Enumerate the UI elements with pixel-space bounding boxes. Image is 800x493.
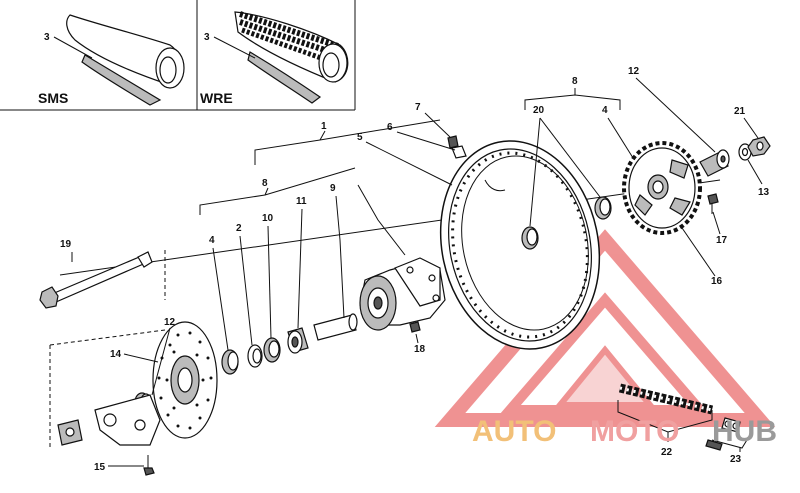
drive-chain <box>618 383 714 415</box>
svg-text:AUTO: AUTO <box>472 415 556 448</box>
sms-tire-section <box>66 14 185 106</box>
svg-text:MOTO: MOTO <box>590 415 679 448</box>
bolt <box>143 455 155 476</box>
seal-ring <box>247 344 263 368</box>
part-label: 7 <box>415 102 421 113</box>
part-label: 1 <box>321 121 327 132</box>
part-label: 4 <box>209 235 215 246</box>
part-label: 23 <box>730 454 742 465</box>
wheel-rim <box>439 140 601 350</box>
spacer <box>699 149 730 177</box>
bearing <box>221 349 239 375</box>
part-label: 19 <box>60 239 72 250</box>
part-label: 20 <box>533 105 545 116</box>
part-label: 9 <box>330 183 336 194</box>
part-label: 12 <box>628 66 640 77</box>
part-label: 2 <box>236 223 242 234</box>
axle-nut <box>747 136 771 157</box>
part-label: 5 <box>357 132 363 143</box>
part-label: 10 <box>262 213 274 224</box>
assembly-guide-lines <box>49 250 166 450</box>
brake-disc <box>152 321 218 439</box>
part-label: 18 <box>414 344 426 355</box>
sprocket <box>622 141 702 235</box>
part-label: 16 <box>711 276 723 287</box>
part-label: 4 <box>602 105 608 116</box>
part-label: 14 <box>110 349 122 360</box>
part-label: 11 <box>296 196 307 207</box>
svg-text:HUB: HUB <box>712 415 777 448</box>
bearing <box>263 337 281 363</box>
part-label: 15 <box>94 462 106 473</box>
chain-master-link <box>705 417 741 451</box>
inset-label-wre: WRE <box>200 90 233 106</box>
part-label: 6 <box>387 122 393 133</box>
part-label: 8 <box>572 76 578 87</box>
part-label: 12 <box>164 317 176 328</box>
bolt <box>707 193 719 214</box>
bolt <box>409 321 421 333</box>
part-label: 21 <box>734 106 746 117</box>
axle <box>39 251 153 309</box>
rim-lock-bolt <box>447 135 467 159</box>
spacer-tube <box>313 313 358 341</box>
bearing <box>521 196 612 250</box>
wre-tire-section <box>234 11 349 104</box>
caliper-bracket <box>57 394 161 446</box>
bearing <box>287 327 309 354</box>
part-label: 3 <box>44 32 50 43</box>
inset-label-sms: SMS <box>38 90 68 106</box>
part-label: 22 <box>661 447 673 458</box>
part-label: 17 <box>716 235 728 246</box>
part-label: 8 <box>262 178 268 189</box>
part-label: 13 <box>758 187 770 198</box>
inset-frame <box>0 0 356 111</box>
wheel-hub <box>359 257 446 331</box>
part-label: 3 <box>204 32 210 43</box>
watermark-text: AUTO MOTO HUB <box>472 415 777 448</box>
